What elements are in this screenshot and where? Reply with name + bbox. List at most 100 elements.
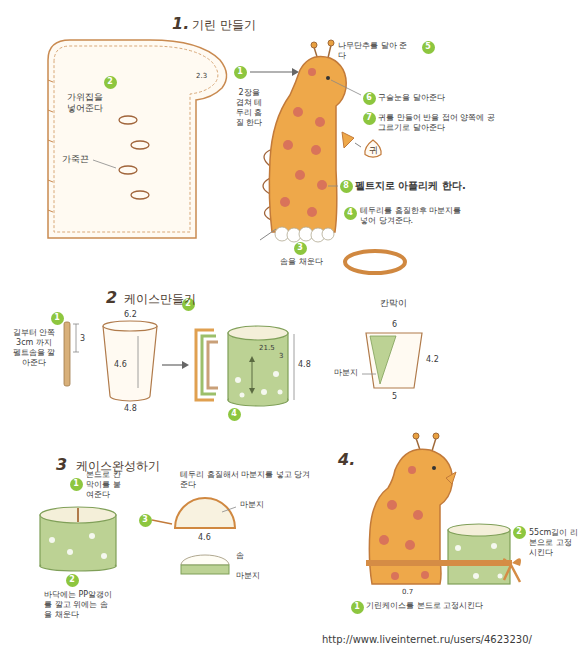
instruction-note: 가위집을 넣어준다 xyxy=(62,92,108,115)
instruction-note: 테두리 홈질해서 마분지를 넣고 당겨준다 xyxy=(180,470,318,490)
label-slot: 3 xyxy=(56,455,67,475)
label-slot: 3 xyxy=(279,352,283,361)
label-slot: 나무단추를 달아 준다 xyxy=(338,41,410,61)
label-slot: 길부터 안쪽 3cm 까지 펠트솜을 깔아준다 xyxy=(12,328,56,368)
instruction-note: 2장을 겹쳐 테두리 홈질 한다 xyxy=(234,88,264,128)
node-text: 3 xyxy=(139,516,152,524)
label-slot: 마분지 xyxy=(236,571,260,581)
label-slot: 6.2 xyxy=(124,310,137,320)
label-slot: 솜 xyxy=(236,551,244,561)
instruction-note: 나무단추를 달아 준다 xyxy=(338,41,410,61)
label-slot: 4.8 xyxy=(124,404,137,414)
label-slot: 55cm길이 리본으로 고정시킨다 xyxy=(529,528,579,558)
part-name: 마분지 xyxy=(334,368,358,378)
node-text: 귀 xyxy=(363,146,383,155)
label-slot: 테두리 홈질해서 마분지를 넣고 당겨준다 xyxy=(180,470,318,490)
label-slot: 기린케이스를 본드로 고정시킨다 xyxy=(366,601,483,611)
label-slot: http://www.liveinternet.ru/users/4623230… xyxy=(322,634,532,647)
giraffe-figure xyxy=(260,40,405,273)
instruction-note: 귀를 만들어 반을 접어 양쪽에 공그르기로 달아준다 xyxy=(378,113,500,133)
instruction-note: 구슬눈을 달아준다 xyxy=(378,93,445,103)
callout-number: 4 xyxy=(228,408,241,421)
watermark-url: http://www.liveinternet.ru/users/4623230… xyxy=(322,634,532,647)
label-slot: 2 xyxy=(106,288,117,308)
step-arrow xyxy=(250,68,299,76)
dimension: 4.8 xyxy=(298,360,311,370)
label-slot: 가죽끈 xyxy=(62,154,89,165)
section-heading: 기린 만들기 xyxy=(192,18,256,33)
callout-number: 8 xyxy=(340,180,353,193)
node-text: 1 xyxy=(70,480,83,488)
dimension: 2.3 xyxy=(196,72,207,81)
dimension: 4.6 xyxy=(114,360,127,370)
node-text: 1 xyxy=(51,314,64,322)
section-number: 2 xyxy=(106,288,117,308)
instruction-note: 기린케이스를 본드로 고정시킨다 xyxy=(366,601,483,611)
part-name: 마분지 xyxy=(236,571,260,581)
label-slot: 구슬눈을 달아준다 xyxy=(378,93,445,103)
callout-number: 2 xyxy=(513,526,526,539)
node-text: 8 xyxy=(340,182,353,190)
node-text: 2 xyxy=(66,576,79,584)
node-text: 5 xyxy=(422,43,435,51)
callout-number: 3 xyxy=(294,242,307,255)
dimension: 3 xyxy=(279,352,283,361)
label-slot: 4.8 xyxy=(298,360,311,370)
node-text: 6 xyxy=(363,94,376,102)
node-text: 2 xyxy=(104,78,117,86)
label-slot: 케이스만들기 xyxy=(124,292,196,307)
case-assembly xyxy=(40,498,236,574)
node-text: 1 xyxy=(234,68,247,76)
dimension: 0.7 xyxy=(402,588,413,597)
ear-piece: 귀 xyxy=(363,139,383,161)
dimension: 4.2 xyxy=(426,355,439,365)
callout-number: 2 xyxy=(66,574,79,587)
callout-number: 1 xyxy=(234,66,247,79)
node-text: 1 xyxy=(351,603,364,611)
label-slot: 본드로 칸막이를 붙여준다 xyxy=(86,470,126,500)
label-slot: 1. xyxy=(172,14,189,34)
dimension: 6.2 xyxy=(124,310,137,320)
node-text: 4 xyxy=(344,209,357,217)
callout-number: 1 xyxy=(351,601,364,614)
instruction-note: 본드로 칸막이를 붙여준다 xyxy=(86,470,126,500)
section-number: 1. xyxy=(172,14,189,34)
instruction-note: 펠트지로 아플리케 한다. xyxy=(355,180,466,193)
finished-set xyxy=(366,433,521,584)
instruction-note: 솜을 채운다 xyxy=(280,257,323,267)
dimension: 21.5 xyxy=(259,344,275,353)
instruction-note: 테두리를 홈질한후 마분지를 넣어 당겨준다. xyxy=(360,206,468,226)
label-slot: 바닥에는 PP알갱이를 깔고 위에는 솜을 채운다 xyxy=(44,590,114,620)
section-heading: 케이스만들기 xyxy=(124,292,196,307)
dimension: 6 xyxy=(392,320,397,330)
dimension: 4.8 xyxy=(124,404,137,414)
label-slot: 21.5 xyxy=(259,344,275,353)
node-text: 7 xyxy=(363,114,376,122)
callout-number: 1 xyxy=(51,312,64,325)
dimension: 4.6 xyxy=(198,533,211,543)
label-slot: 2.3 xyxy=(196,72,207,81)
label-slot: 4.6 xyxy=(198,533,211,543)
label-slot: 4.2 xyxy=(426,355,439,365)
label-slot: 4.6 xyxy=(114,360,127,370)
dimension: 5 xyxy=(392,392,397,402)
callout-number: 2 xyxy=(104,76,117,89)
label-slot: 3 xyxy=(80,334,85,344)
node-text: 2 xyxy=(513,528,526,536)
callout-number: 7 xyxy=(363,112,376,125)
callout-number: 4 xyxy=(344,207,357,220)
part-name: 칸막이 xyxy=(380,298,407,309)
part-name: 마분지 xyxy=(240,500,264,510)
label-slot: 6 xyxy=(392,320,397,330)
label-slot: 귀를 만들어 반을 접어 양쪽에 공그르기로 달아준다 xyxy=(378,113,500,133)
label-slot: 마분지 xyxy=(334,368,358,378)
label-slot: 0.7 xyxy=(402,588,413,597)
callout-number: 1 xyxy=(70,478,83,491)
callout-number: 3 xyxy=(139,514,152,527)
section-number: 3 xyxy=(56,455,67,475)
dimension: 3 xyxy=(80,334,85,344)
label-slot: 가위집을 넣어준다 xyxy=(62,92,108,115)
label-slot: 솜을 채운다 xyxy=(280,257,323,267)
node-text: 3 xyxy=(294,244,307,252)
